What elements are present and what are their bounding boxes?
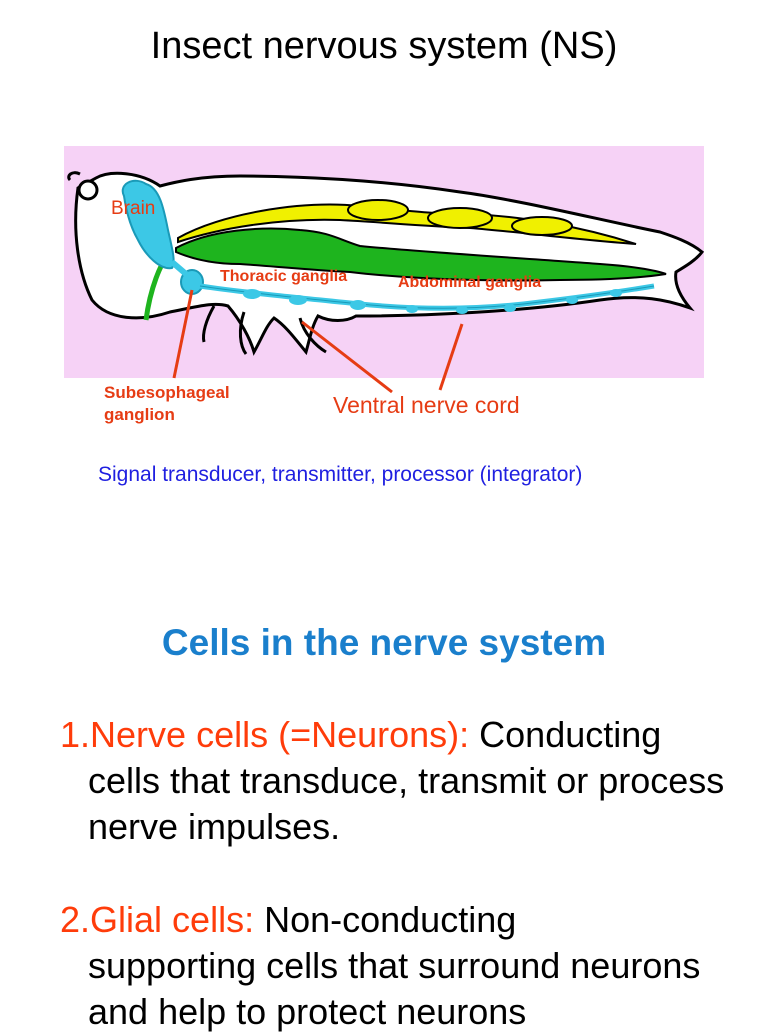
insect-diagram: Brain Thoracic ganglia Abdominal ganglia… bbox=[64, 146, 705, 426]
abdominal-ganglion-2 bbox=[456, 306, 468, 314]
leg-1 bbox=[202, 305, 216, 343]
thoracic-ganglion-2 bbox=[289, 295, 307, 305]
item-description: cells that transduce, transmit or proces… bbox=[88, 760, 725, 847]
label-thoracic-ganglia: Thoracic ganglia bbox=[220, 268, 348, 285]
label-ventral-nerve-cord: Ventral nerve cord bbox=[333, 392, 520, 418]
item-lead: Conducting bbox=[469, 714, 662, 755]
abdominal-ganglion-3 bbox=[504, 304, 516, 312]
ventral-pointer-2 bbox=[438, 323, 464, 391]
ventral-nerve-cord-edge bbox=[199, 285, 655, 309]
thoracic-ganglion-3 bbox=[350, 300, 366, 310]
ventral-pointer-1 bbox=[301, 320, 393, 394]
label-abdominal-ganglia: Abdominal ganglia bbox=[398, 274, 542, 291]
slide-title: Insect nervous system (NS) bbox=[150, 25, 618, 67]
item-lead: Non-conducting bbox=[254, 899, 517, 940]
label-subesophageal-line1: Subesophageal bbox=[104, 383, 230, 402]
yellow-bulge-2 bbox=[427, 207, 493, 229]
item-term: Nerve cells (=Neurons): bbox=[90, 714, 470, 755]
antenna-base bbox=[67, 171, 81, 182]
abdominal-ganglion-1 bbox=[406, 305, 418, 313]
abdominal-ganglion-5 bbox=[610, 289, 622, 297]
item-number: 2. bbox=[60, 899, 91, 940]
thoracic-ganglion-1 bbox=[243, 289, 261, 299]
item-term: Glial cells: bbox=[90, 899, 255, 940]
list-item-glial-cells: 2.Glial cells: Non-conducting supporting… bbox=[60, 897, 768, 1035]
abdominal-ganglion-4 bbox=[566, 296, 578, 304]
item-description: supporting cells that surround neurons a… bbox=[88, 945, 701, 1032]
gut bbox=[175, 227, 667, 282]
label-subesophageal-line2: ganglion bbox=[104, 405, 175, 424]
list-item-nerve-cells: 1.Nerve cells (=Neurons): Conducting cel… bbox=[60, 712, 768, 850]
yellow-bulge-3 bbox=[511, 216, 573, 236]
section-heading: Cells in the nerve system bbox=[161, 622, 607, 663]
item-number: 1. bbox=[60, 714, 91, 755]
figure-caption: Signal transducer, transmitter, processo… bbox=[98, 463, 583, 486]
connective bbox=[170, 259, 188, 277]
yellow-bulge-1 bbox=[347, 199, 409, 221]
label-subesophageal-ganglion: Subesophageal ganglion bbox=[104, 382, 264, 426]
eye-shape bbox=[77, 179, 99, 201]
label-brain: Brain bbox=[111, 198, 156, 219]
subesophageal-pointer bbox=[172, 289, 194, 379]
insect-illustration bbox=[64, 146, 705, 394]
leg-3 bbox=[298, 317, 327, 354]
brain-shape bbox=[121, 179, 175, 270]
leg-2 bbox=[238, 311, 248, 355]
